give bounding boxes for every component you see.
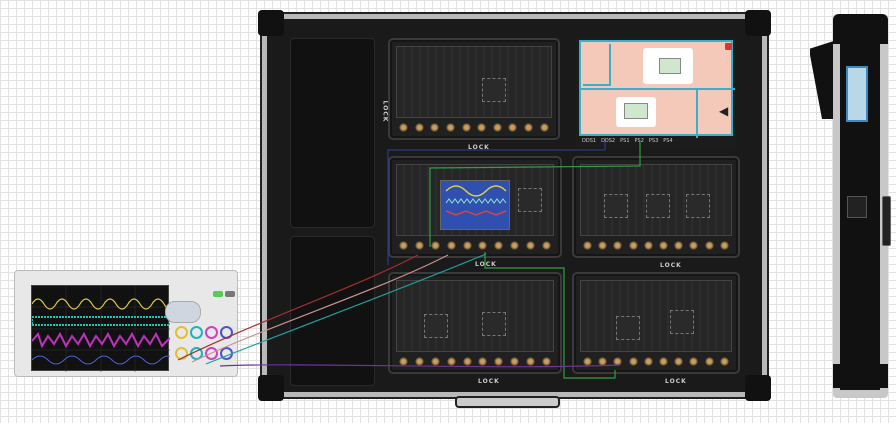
power-switch[interactable] (847, 196, 867, 218)
trace-ch4 (31, 355, 177, 365)
trace-ch3 (31, 331, 171, 349)
speaker-icon: ◀ (719, 104, 729, 118)
foam-pad (290, 38, 375, 228)
oscilloscope-traces (31, 286, 177, 372)
nameplate (846, 66, 868, 122)
case-corner (745, 375, 771, 401)
port-ps1[interactable]: PS1 (620, 138, 630, 144)
scope-run-button[interactable] (213, 291, 223, 297)
port-dds2[interactable]: DDS2 (601, 138, 616, 144)
port-dds1[interactable]: DDS1 (582, 138, 597, 144)
module-touchscreen: ◀ DDS1 DDS2 PS1 PS2 PS3 PS4 (576, 38, 736, 148)
lcd-display (440, 180, 510, 230)
module-bottom-left (388, 272, 562, 374)
case-handle[interactable] (455, 396, 560, 408)
scope-stop-button[interactable] (225, 291, 235, 297)
lock-label: LOCK (478, 378, 500, 385)
trace-ch1 (31, 298, 177, 310)
ch1-input[interactable] (175, 326, 188, 339)
case-corner (745, 10, 771, 36)
module-bottom-right (572, 272, 740, 374)
ch3-input[interactable] (205, 326, 218, 339)
module-top-left (388, 38, 560, 140)
case-side-view (800, 14, 891, 398)
case-corner (258, 10, 284, 36)
lowpass-block (616, 97, 656, 127)
module-middle-right (572, 156, 740, 258)
oscilloscope-screen (31, 285, 177, 372)
ch2-probe-port[interactable] (190, 347, 203, 360)
close-icon[interactable] (725, 43, 732, 50)
foam-pad (290, 236, 375, 386)
scope-control-knob[interactable] (165, 301, 201, 323)
power-label-strip (882, 196, 891, 246)
touch-screen[interactable]: ◀ (579, 40, 735, 138)
lock-label: LOCK (475, 261, 497, 268)
lock-label: LOCK (468, 144, 490, 151)
filter-block (643, 48, 693, 84)
oscilloscope (14, 270, 238, 377)
ch3-probe-port[interactable] (205, 347, 218, 360)
port-ps3[interactable]: PS3 (648, 138, 659, 144)
port-ps2[interactable]: PS2 (634, 138, 644, 144)
ch4-input[interactable] (220, 326, 233, 339)
case-corner (258, 375, 284, 401)
ch2-input[interactable] (190, 326, 203, 339)
ch4-probe-port[interactable] (220, 347, 233, 360)
port-ps4[interactable]: PS4 (663, 138, 673, 144)
lock-label: LOCK (665, 378, 687, 385)
module-middle-left (388, 156, 562, 258)
ch1-probe-port[interactable] (175, 347, 188, 360)
lock-label: LOCK (660, 262, 682, 269)
